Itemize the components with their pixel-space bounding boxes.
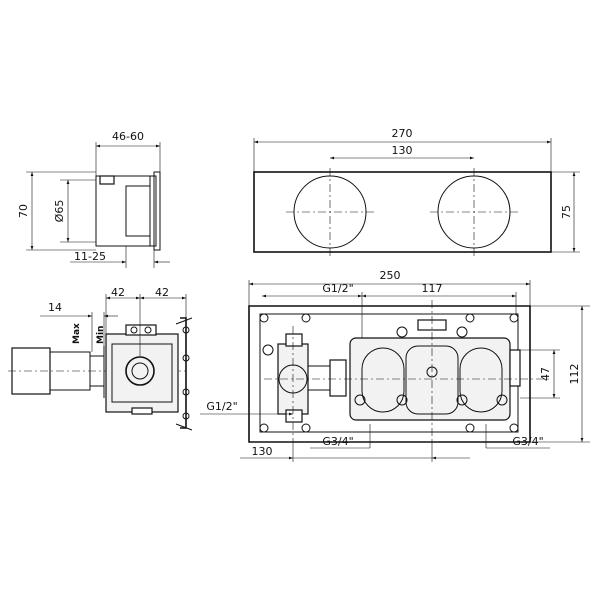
dim-117: 117 (422, 282, 443, 295)
dim-g34-a: G3/4" (322, 435, 353, 448)
plate-holes (259, 313, 519, 433)
dim-250: 250 (380, 269, 401, 282)
dim-42-a: 42 (111, 286, 125, 299)
dim-11-25: 11-25 (74, 250, 106, 263)
dim-14: 14 (48, 301, 62, 314)
dim-270: 270 (392, 127, 413, 140)
dim-112: 112 (568, 364, 581, 385)
dim-g12-top: G1/2" (322, 282, 353, 295)
dim-130-bottom: 130 (252, 445, 273, 458)
dim-g12-left: G1/2" (206, 400, 237, 413)
dim-diameter-65: Ø65 (53, 200, 66, 223)
dim-g34-b: G3/4" (512, 435, 543, 448)
dim-130-top: 130 (392, 144, 413, 157)
label-max: Max (72, 323, 82, 344)
dim-46-60: 46-60 (112, 130, 144, 143)
side-section-view: 42 42 14 Max Min (8, 286, 193, 431)
label-min: Min (96, 326, 106, 344)
side-profile-view: 46-60 70 Ø65 11-25 (17, 130, 170, 268)
dim-70: 70 (17, 204, 30, 218)
dim-47: 47 (539, 367, 552, 381)
front-plate-view: 270 130 75 (253, 127, 580, 256)
dim-75: 75 (560, 205, 573, 219)
body-front-view: 250 G1/2" 117 47 112 G1/2" 130 G3/4" G (200, 269, 590, 462)
dim-42-b: 42 (155, 286, 169, 299)
